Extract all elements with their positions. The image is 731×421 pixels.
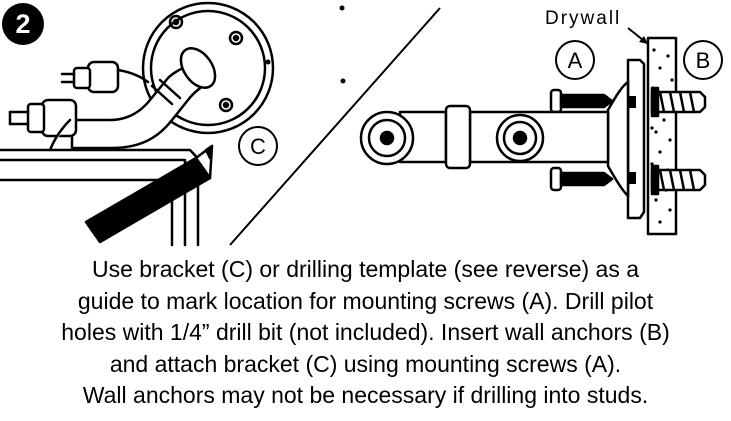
instruction-line: Use bracket (C) or drilling template (se… xyxy=(91,256,640,282)
step-badge: 2 xyxy=(2,3,44,45)
screw-hole xyxy=(168,14,184,30)
bracket-callout: C xyxy=(238,126,278,166)
anchor-label: B xyxy=(696,48,711,73)
instruction-line: Wall anchors may not be necessary if dri… xyxy=(82,382,649,408)
instruction-line: and attach bracket (C) using mounting sc… xyxy=(109,350,622,377)
step-number: 2 xyxy=(15,9,30,39)
marking-illustration xyxy=(0,1,275,247)
instruction-line: guide to mark location for mounting scre… xyxy=(77,287,654,314)
pencil-marks xyxy=(265,5,346,84)
bracket-tube-side xyxy=(359,104,610,170)
drywall-label: Drywall xyxy=(545,8,621,29)
instructions-text: Use bracket (C) or drilling template (se… xyxy=(0,254,731,412)
mounting-screw xyxy=(549,166,614,192)
screw-hole xyxy=(228,30,244,46)
bracket-flange-side xyxy=(606,58,646,220)
drywall xyxy=(646,36,678,236)
screw-label: A xyxy=(568,48,583,73)
wall-anchor xyxy=(650,164,707,196)
panel-divider xyxy=(229,7,441,246)
bracket-pipe xyxy=(8,47,217,152)
pencil-icon xyxy=(84,144,214,244)
mounting-screw xyxy=(549,88,614,114)
bracket-label: C xyxy=(250,134,266,159)
screw-hole xyxy=(218,97,234,113)
anchor-callout: B xyxy=(683,40,723,80)
wall-anchor xyxy=(650,86,707,118)
screw-callout: A xyxy=(555,40,595,80)
drywall-callout: Drywall xyxy=(545,8,649,45)
mounting-illustration xyxy=(359,36,707,236)
instruction-line: holes with 1/4” drill bit (not included)… xyxy=(61,319,670,345)
installation-diagram: 2 xyxy=(0,1,723,247)
